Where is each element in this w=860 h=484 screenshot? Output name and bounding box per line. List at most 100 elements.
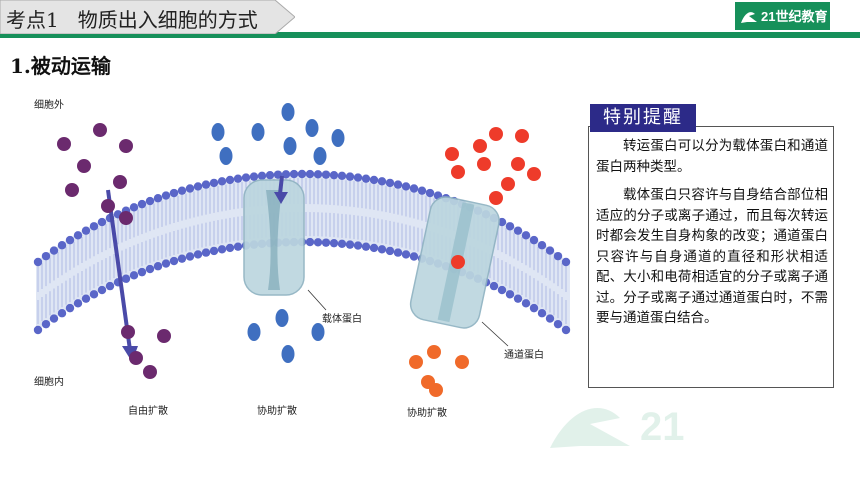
phospholipid-head [337,171,347,181]
solute-molecule [129,351,143,365]
phospholipid-head [401,250,411,259]
phospholipid-head [369,175,379,185]
ion [511,157,525,171]
phospholipid-head [521,231,531,240]
phospholipid-head [297,169,307,179]
phospholipid-head [193,182,203,191]
solute-molecule [77,159,91,173]
phospholipid-head [185,184,195,193]
carrier-label-leader [307,289,327,311]
phospholipid-head [513,226,523,235]
carrier-protein-pocket [266,190,282,290]
phospholipid-head [209,246,219,256]
notice-box [588,126,834,388]
phospholipid-head [217,245,227,254]
phospholipid-head [553,319,563,329]
phospholipid-head [345,172,355,181]
solute-molecule [57,137,71,151]
phospholipid-head [329,170,339,180]
phospholipid-head [89,290,99,299]
phospholipid-head [225,175,235,185]
phospholipid-head [393,180,403,189]
phospholipid-head [97,217,107,227]
phospholipid-head [169,188,179,198]
phospholipid-head [137,199,147,209]
phospholipid-head [489,281,499,291]
phospholipid-head [233,174,243,183]
phospholipid-head [313,238,323,247]
phospholipid-head [57,309,67,318]
ion [427,345,441,359]
ion [451,255,465,269]
ion [473,139,487,153]
solute-molecule [113,175,127,189]
phospholipid-head [137,267,147,277]
phospholipid-head [561,257,571,267]
ion [429,383,443,397]
phospholipid-head [49,314,59,323]
label-intracellular: 细胞内 [34,377,64,388]
phospholipid-head [49,246,59,255]
phospholipid-head [169,256,179,266]
carrier-solute-molecule [311,323,325,341]
phospholipid-head [201,180,211,189]
carrier-solute-molecule [219,147,233,165]
phospholipid-head [73,299,83,308]
phospholipid-head [33,325,43,335]
phospholipid-head [105,281,115,291]
phospholipid-head [265,170,275,180]
ion [451,165,465,179]
phospholipid-head [521,299,531,308]
svg-text:21世纪教育: 21世纪教育 [761,9,827,24]
caption-free-diffusion: 自由扩散 [128,406,168,417]
solute-molecule [93,123,107,137]
phospholipid-head [537,241,547,250]
phospholipid-head [81,226,91,235]
phospholipid-head [417,186,427,195]
title-tab [0,0,295,34]
phospholipid-head [233,242,243,251]
phospholipid-head [377,177,387,186]
phospholipid-head [65,235,75,245]
phospholipid-head [129,203,139,212]
solute-molecule [101,199,115,213]
solute-molecule [65,183,79,197]
carrier-solute-molecule [305,119,319,137]
phospholipid-head [321,238,331,247]
caption-facilitated-diffusion-channel: 协助扩散 [407,408,447,419]
phospholipid-head [305,237,315,247]
passive-transport-diagram: 细胞外 细胞内 载体蛋白 通道蛋白 自由扩散 协助扩散 协助扩散 [22,90,582,420]
phospholipid-head [529,235,539,245]
phospholipid-head [385,246,395,256]
carrier-solute-molecule [211,123,225,141]
phospholipid-head [153,194,163,203]
phospholipid-head [337,239,347,249]
phospholipid-head [57,241,67,250]
notice-body: 转运蛋白可以分为载体蛋白和通道蛋白两种类型。 载体蛋白只容许与自身结合部位相适应… [596,136,828,337]
ion [489,191,503,205]
phospholipid-head [129,271,139,280]
solute-molecule [121,325,135,339]
channel-label-leader [481,321,509,347]
phospholipid-head [385,178,395,188]
phospholipid-head [505,222,515,231]
carrier-arrow [278,175,284,195]
phospholipid-head [529,303,539,313]
phospholipid-head [121,274,131,283]
ion [501,177,515,191]
phospholipid-head [241,173,251,182]
label-channel-protein: 通道蛋白 [504,350,544,361]
phospholipid-head [225,243,235,253]
phospholipid-head [545,314,555,323]
phospholipid-head [161,259,171,268]
carrier-solute-molecule [251,123,265,141]
ion [445,147,459,161]
solute-molecule [119,139,133,153]
svg-text:21: 21 [640,405,685,449]
label-extracellular: 细胞外 [34,100,64,111]
page-title: 考点1 物质出入细胞的方式 [6,8,258,32]
phospholipid-head [257,171,267,181]
ion [489,127,503,141]
phospholipid-head [41,319,51,329]
phospholipid-head [145,196,155,206]
